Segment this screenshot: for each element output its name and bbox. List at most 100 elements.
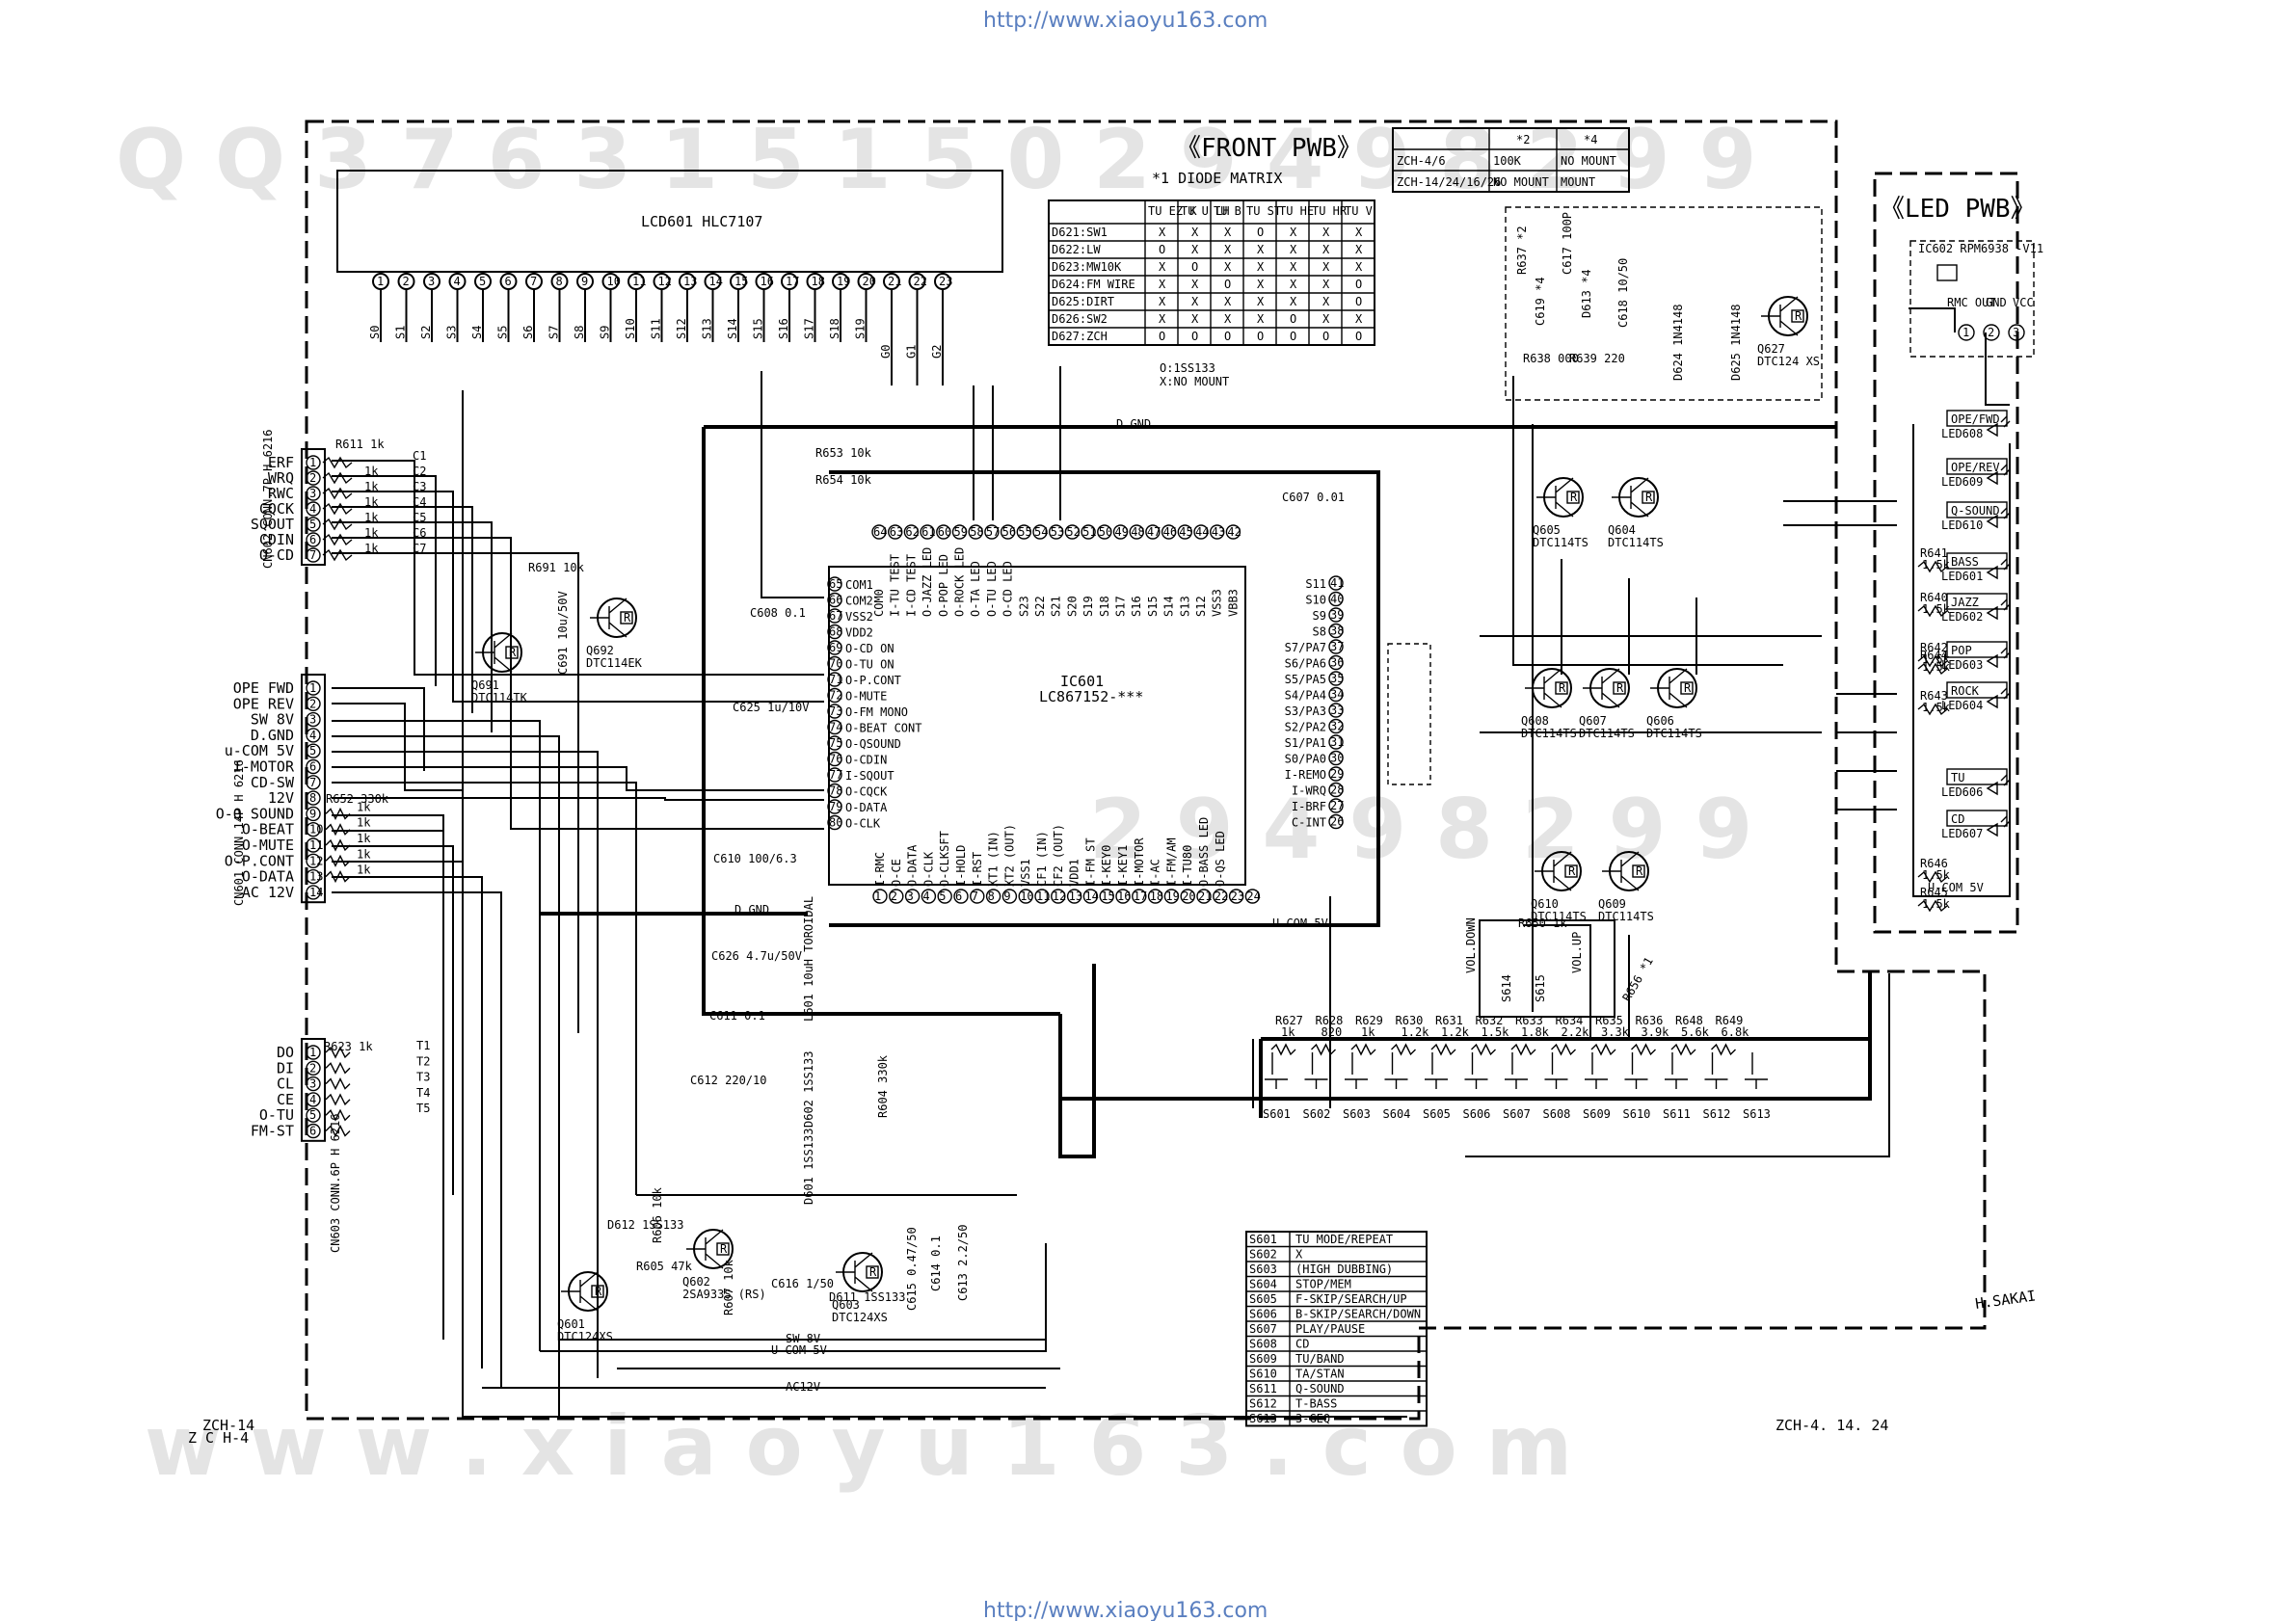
c611-label: C611 0.1 (709, 1009, 765, 1023)
switch-table-function: Q-SOUND (1295, 1382, 1345, 1395)
matrix-header: TU HR (1312, 204, 1348, 218)
ic-pin-label: O-DATA (906, 844, 920, 887)
ic-pin-label: O-MUTE (845, 690, 887, 704)
ic-pin-number: 7 (972, 890, 978, 903)
vol-down-label: VOL.DOWN (1464, 917, 1478, 973)
lcd-segment-label: S0 (368, 326, 382, 339)
ic-pin-number: 16 (1117, 890, 1131, 903)
ic-pin-label: VSS3 (1211, 589, 1224, 617)
lcd-segment-label: S8 (573, 326, 586, 339)
ic-pin-label: VSS2 (845, 610, 873, 624)
resistor (1917, 560, 1948, 573)
matrix-header: TU B (1214, 204, 1241, 218)
connector-body (301, 674, 326, 904)
lcd-pin-number: 13 (683, 275, 697, 288)
switch-table-function: CD (1295, 1338, 1309, 1351)
resistor (322, 548, 353, 562)
key-resistor-ref: R648 (1675, 1014, 1703, 1027)
ic-pin-label: COM1 (845, 578, 873, 592)
lcd-segment-label: S1 (394, 326, 408, 339)
connector-pin (306, 775, 321, 790)
ic-pin (1177, 524, 1193, 540)
connector-pin-number: 5 (309, 518, 316, 531)
connector-pin (306, 1092, 321, 1107)
ic-pin-label: I-BRF (1292, 800, 1326, 813)
lcd-segment-label: S15 (752, 318, 765, 339)
ic-pin-label: S1/PA1 (1285, 736, 1326, 750)
ic-pin (1328, 813, 1344, 830)
ir-pin-number: 1 (1962, 326, 1969, 339)
rail-labels: D.GND D.GND U-COM 5V SW 8V U-COM 5V AC12… (734, 417, 1984, 1394)
ic-pin-number: 42 (1227, 525, 1241, 539)
matrix-cell: X (1322, 243, 1330, 256)
key-resistor-value: 1.8k (1521, 1025, 1550, 1039)
ic-pin-number: 13 (1069, 890, 1082, 903)
resistor (325, 1108, 351, 1122)
matrix-cell: X (1257, 312, 1265, 326)
key-resistor-value: 820 (1322, 1025, 1343, 1039)
transistor-part: 2SA933S (RS) (682, 1288, 766, 1301)
ic-pin-label: O-TA LED (969, 561, 982, 617)
transistor-resistor (1791, 309, 1804, 323)
transistor-resistor (591, 1285, 604, 1298)
key-switch (1665, 1052, 1688, 1089)
d625-label: D625 1N4148 (1729, 305, 1743, 381)
ic-pin-label: S7/PA7 (1285, 641, 1326, 654)
transistor-part: DTC114TS (1521, 727, 1577, 740)
led-group: OPE/FWDLED608OPE/REVLED609Q-SOUNDLED610B… (1917, 410, 2011, 913)
ic-pin-number: 51 (1082, 525, 1096, 539)
key-resistor (1430, 1043, 1456, 1056)
ic-pin-number: 48 (1131, 525, 1144, 539)
cn603-label: CN603 CONN.6P H 6216 (329, 1114, 342, 1254)
ic-pin-label: O-BEAT CONT (845, 722, 921, 735)
lcd-pin-number: 4 (454, 275, 461, 288)
d624-label: D624 1N4148 (1671, 305, 1685, 381)
ic-pin-number: 72 (829, 689, 842, 703)
ic-pin-number: 4 (922, 890, 929, 903)
matrix-cell: O (1191, 330, 1198, 343)
transistor-ref: Q603 (832, 1298, 860, 1312)
ic-pin (1328, 703, 1344, 718)
c617-label: C617 100P (1561, 212, 1574, 275)
vol-up-label: VOL.UP (1570, 932, 1584, 973)
ic-pin-number: 22 (1215, 890, 1228, 903)
transistor-part: DTC114TS (1579, 727, 1635, 740)
ic-pin-label: S16 (1130, 596, 1143, 617)
matrix-cell: D622:LW (1052, 243, 1101, 256)
connector-pin-number: 2 (309, 697, 316, 710)
ic-pin-label: O-CDIN (845, 754, 887, 767)
ic-pin-label: XT2 (OUT) (1002, 824, 1016, 887)
matrix-cell: X (1159, 260, 1166, 274)
led-label-box (1946, 593, 2008, 610)
transistor-r-mark: R (1645, 491, 1653, 504)
matrix-cell: X (1224, 260, 1232, 274)
net-label: C4 (413, 495, 426, 509)
transistor-leads (1602, 851, 1640, 891)
resistor-ref: R640 (1920, 591, 1948, 604)
ic-pin (827, 687, 842, 704)
ir-pin-label: RMC OUT (1947, 296, 1996, 309)
transistor-ref: Q627 (1757, 342, 1785, 356)
transistor-resistor (505, 646, 519, 659)
connector-pin-label: u-COM 5V (225, 742, 294, 759)
net-label: T3 (416, 1071, 430, 1084)
key-switch (1745, 1052, 1768, 1089)
resistor (325, 1046, 351, 1059)
ic-pin-label: S22 (1033, 596, 1047, 617)
ic-pin-number: 14 (1084, 890, 1098, 903)
key-resistor-value: 3.3k (1601, 1025, 1630, 1039)
connector-pin-label: RWC (268, 485, 294, 502)
matrix-cell: D625:DIRT (1052, 295, 1114, 308)
transistor-ref: Q691 (471, 678, 499, 692)
connector-pin-number: 2 (309, 1061, 316, 1075)
lcd-pin-number: 3 (428, 275, 435, 288)
key-resistor-value: 3.9k (1642, 1025, 1670, 1039)
connector-pin (306, 532, 321, 547)
ic-pin-number: 52 (1066, 525, 1080, 539)
switch-table-function: B-SKIP/SEARCH/DOWN (1295, 1308, 1421, 1321)
switch-table-ref: S604 (1249, 1278, 1277, 1291)
ic-pin-number: 6 (955, 890, 962, 903)
ic-pin (1328, 798, 1344, 813)
